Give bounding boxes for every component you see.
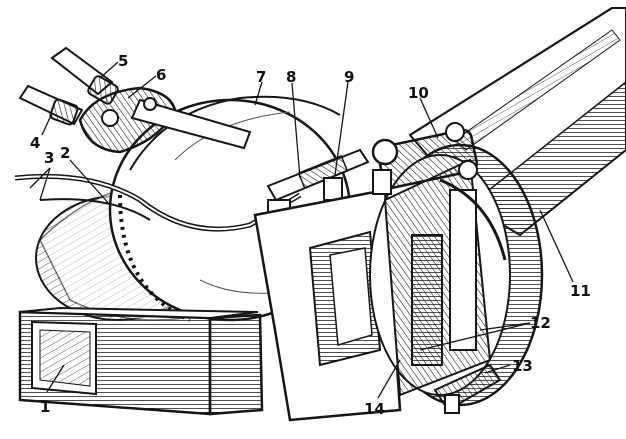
label-9: 9 xyxy=(344,68,354,86)
label-6: 6 xyxy=(156,66,166,84)
pipes xyxy=(14,173,302,232)
label-11: 11 xyxy=(570,282,591,300)
actuator-10 xyxy=(371,122,507,261)
part-labels: 1 2 3 4 5 6 7 8 9 10 11 12 13 14 xyxy=(30,52,591,418)
label-10: 10 xyxy=(408,84,429,102)
label-1: 1 xyxy=(40,398,50,416)
label-3: 3 xyxy=(44,149,54,167)
label-7: 7 xyxy=(256,68,266,86)
label-4: 4 xyxy=(30,134,40,152)
disk-housing xyxy=(369,143,544,407)
label-12: 12 xyxy=(530,314,551,332)
bracket-13 xyxy=(433,363,502,414)
label-2: 2 xyxy=(60,144,70,162)
mounting-plate xyxy=(253,188,402,422)
label-14: 14 xyxy=(364,400,385,418)
label-8: 8 xyxy=(286,68,296,86)
duct-1 xyxy=(18,306,264,416)
leader-lines xyxy=(29,61,574,399)
label-13: 13 xyxy=(512,357,533,375)
label-5: 5 xyxy=(118,52,128,70)
shaft-assembly xyxy=(18,46,252,154)
